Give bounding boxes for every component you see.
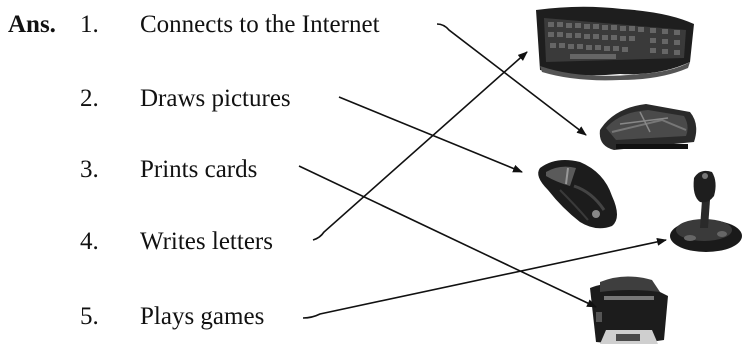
item-1-text: Connects to the Internet bbox=[140, 11, 380, 38]
line-2-to-mouse bbox=[338, 96, 523, 173]
item-2-text: Draws pictures bbox=[140, 85, 291, 112]
printer-icon bbox=[590, 276, 668, 344]
keyboard-icon bbox=[536, 6, 694, 81]
joystick-icon bbox=[670, 170, 742, 252]
item-5-text: Plays games bbox=[140, 303, 265, 330]
line-1-to-modem bbox=[436, 23, 587, 136]
item-5-number: 5. bbox=[80, 303, 99, 330]
item-1-number: 1. bbox=[80, 11, 99, 38]
item-2-number: 2. bbox=[80, 85, 99, 112]
item-3-text: Prints cards bbox=[140, 156, 258, 183]
item-3-number: 3. bbox=[80, 156, 99, 183]
line-4-to-keyboard bbox=[312, 51, 528, 241]
item-4-text: Writes letters bbox=[140, 228, 273, 255]
line-5-to-joystick bbox=[302, 237, 667, 319]
line-3-to-printer bbox=[298, 165, 597, 308]
mouse-icon bbox=[538, 160, 617, 229]
modem-icon bbox=[599, 104, 697, 150]
item-4-number: 4. bbox=[80, 228, 99, 255]
answer-label: Ans. bbox=[8, 11, 56, 38]
